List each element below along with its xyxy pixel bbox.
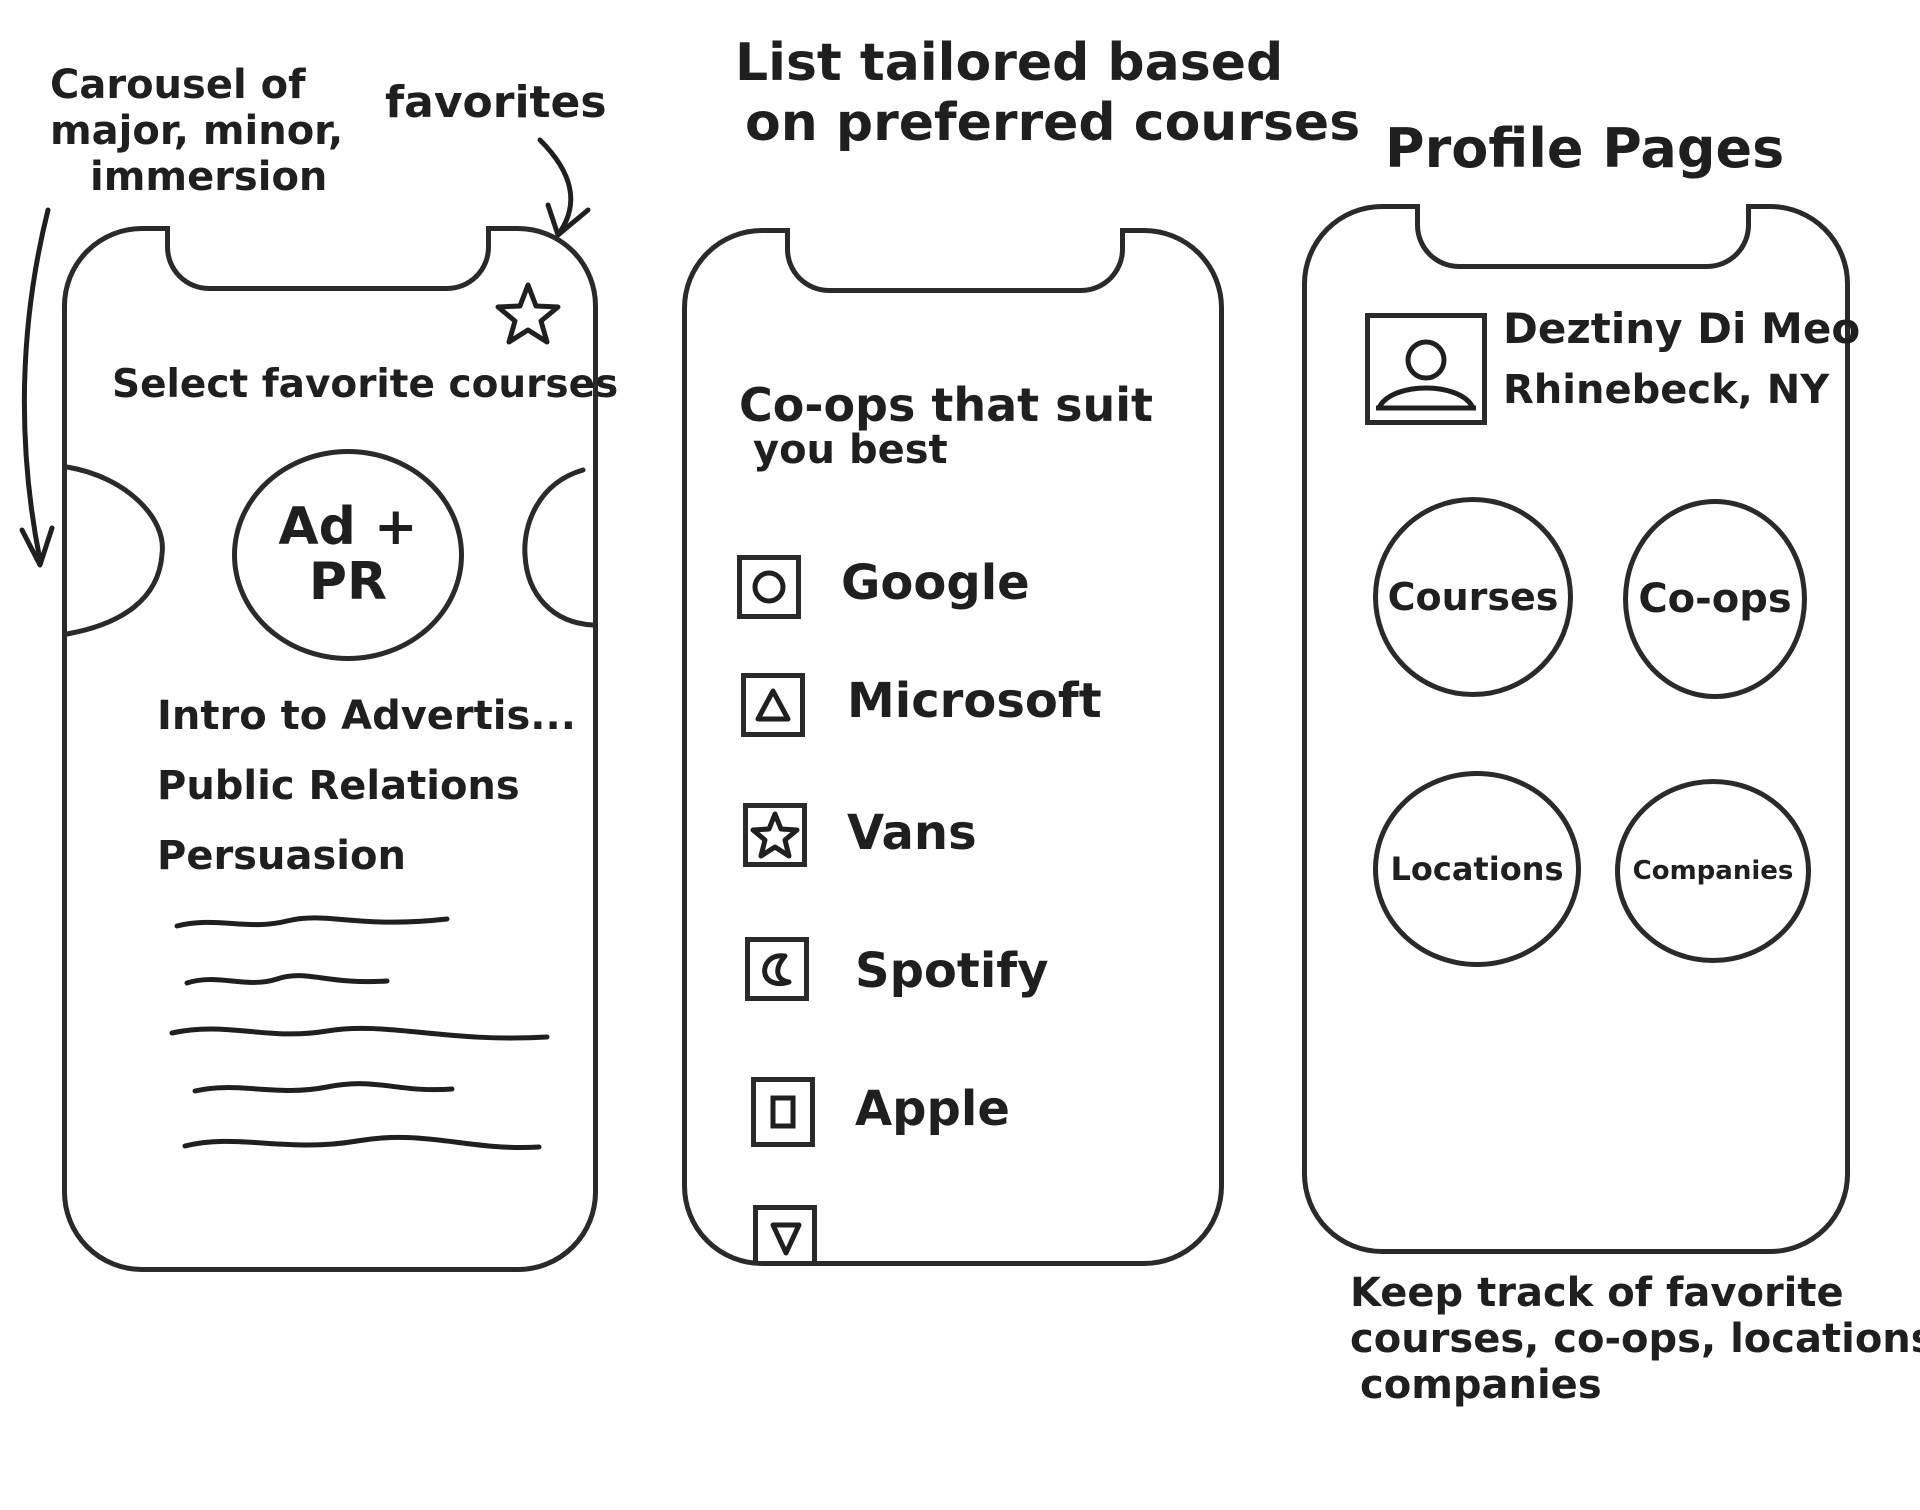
company-name: Apple — [855, 1081, 1010, 1137]
square-icon — [751, 1077, 815, 1147]
phone-profile: Deztiny Di Meo Rhinebeck, NY Courses Co-… — [1302, 204, 1860, 1254]
user-location: Rhinebeck, NY — [1503, 367, 1830, 413]
star-icon[interactable] — [495, 281, 561, 347]
phone-notch — [785, 228, 1125, 293]
co-ops-heading: Co-ops that suit you best — [739, 378, 1154, 474]
course-list: Intro to Advertis... Public Relations Pe… — [157, 693, 576, 879]
tile-locations[interactable]: Locations — [1373, 771, 1581, 967]
carousel-arrow-curve — [21, 207, 51, 563]
co-ops-heading-line1: Co-ops that suit — [739, 378, 1154, 432]
carousel-annotation-line3: immersion — [90, 154, 328, 200]
carousel-prev-item[interactable] — [64, 459, 167, 639]
phone-co-ops-list: Co-ops that suit you best Google Microso… — [682, 228, 1224, 1266]
favorites-annotation: favorites — [385, 77, 607, 128]
tile-courses[interactable]: Courses — [1373, 497, 1573, 697]
carousel-item-line1: Ad + — [278, 497, 418, 558]
favorites-arrow-head — [545, 202, 591, 238]
course-item[interactable]: Persuasion — [157, 833, 406, 879]
carousel-item-line2: PR — [308, 552, 388, 612]
avatar[interactable] — [1365, 313, 1487, 425]
company-name: Google — [841, 555, 1030, 611]
select-courses-heading: Select favorite courses — [112, 362, 619, 407]
down-triangle-icon — [753, 1205, 817, 1263]
carousel-annotation: Carousel of major, minor, immersion — [50, 62, 343, 200]
carousel-annotation-line2: major, minor, — [50, 108, 344, 154]
co-ops-heading-line2: you best — [753, 427, 948, 474]
phone-select-courses: Select favorite courses Ad + PR Intro to… — [62, 226, 618, 1272]
course-item[interactable]: Intro to Advertis... — [157, 693, 576, 739]
carousel-next-item[interactable] — [513, 465, 596, 635]
keep-track-line1: Keep track of favorite — [1350, 1270, 1844, 1316]
keep-track-line2: courses, co-ops, locations, — [1350, 1316, 1920, 1362]
phone-notch — [1415, 204, 1751, 269]
person-icon — [1376, 339, 1476, 411]
keep-track-annotation: Keep track of favorite courses, co-ops, … — [1350, 1270, 1920, 1408]
company-name: Microsoft — [847, 673, 1102, 729]
favorites-arrow-curve — [537, 137, 574, 235]
company-name: Spotify — [855, 943, 1049, 999]
list-annotation-line2: on preferred courses — [745, 92, 1361, 153]
profile-annotation: Profile Pages — [1385, 117, 1785, 180]
carousel-item-ad-pr[interactable]: Ad + PR — [232, 449, 464, 661]
tile-companies[interactable]: Companies — [1615, 779, 1811, 963]
keep-track-line3: companies — [1360, 1362, 1602, 1408]
triangle-icon — [741, 673, 805, 737]
carousel-annotation-line1: Carousel of — [50, 62, 306, 108]
list-annotation: List tailored based on preferred courses — [735, 33, 1361, 154]
list-annotation-line1: List tailored based — [735, 33, 1284, 93]
moon-icon — [745, 937, 809, 1001]
circle-icon — [737, 555, 801, 619]
star-icon — [743, 803, 807, 867]
user-name: Deztiny Di Meo — [1503, 304, 1861, 353]
placeholder-text-lines — [169, 915, 550, 1150]
tile-co-ops[interactable]: Co-ops — [1623, 499, 1807, 699]
phone-notch — [165, 226, 491, 291]
course-item[interactable]: Public Relations — [157, 763, 520, 809]
company-name: Vans — [847, 805, 977, 861]
carousel-arrow-head — [19, 525, 55, 568]
